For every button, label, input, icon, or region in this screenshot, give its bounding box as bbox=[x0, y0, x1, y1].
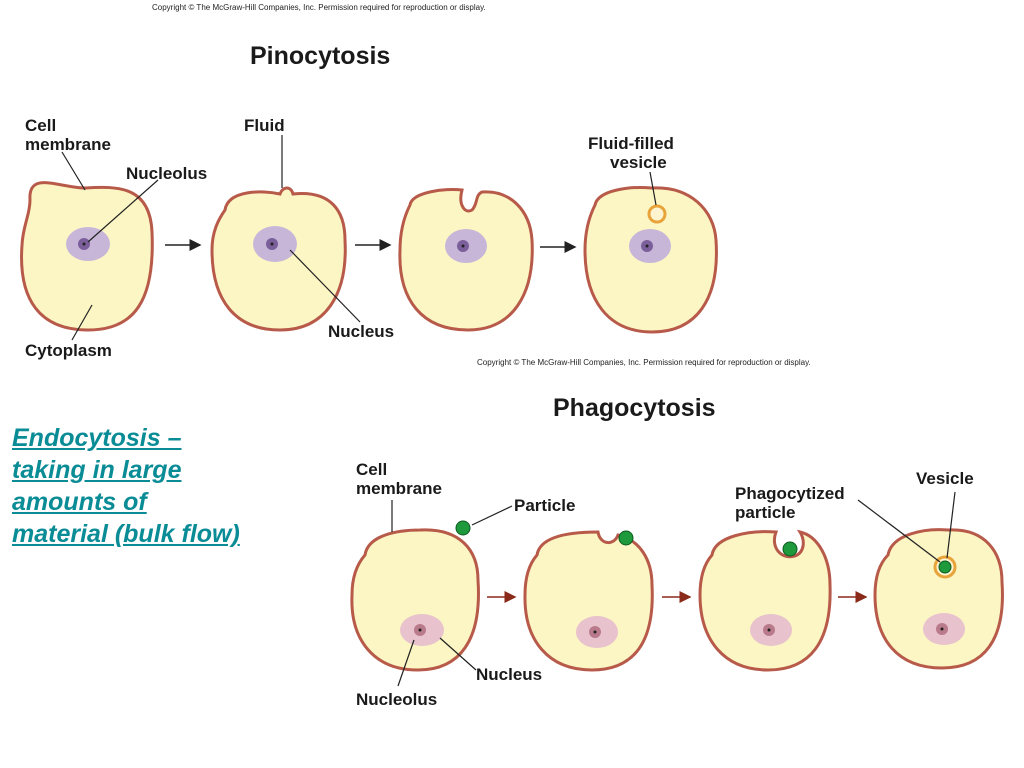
endocytosis-definition: Endocytosis – taking in large amounts of… bbox=[12, 424, 240, 548]
phago-particle-1 bbox=[455, 520, 471, 536]
pino-label-nucleus: Nucleus bbox=[328, 322, 395, 341]
phago-cell-2 bbox=[523, 530, 654, 672]
pino-fluid-vesicle bbox=[647, 204, 667, 224]
pino-leader-membrane bbox=[61, 151, 86, 191]
phago-label-particle: Particle bbox=[514, 496, 576, 515]
phagocytosis-title: Phagocytosis bbox=[553, 394, 716, 422]
pino-label-fluid-vesicle: Fluid-filled vesicle bbox=[588, 134, 674, 172]
pino-leader-cytoplasm bbox=[71, 304, 93, 341]
phago-cell-1 bbox=[350, 528, 480, 672]
phago-label-nucleolus: Nucleolus bbox=[356, 690, 438, 709]
pino-label-cytoplasm: Cytoplasm bbox=[25, 341, 112, 360]
phago-leader-nucleus bbox=[439, 637, 477, 671]
phago-particle-2 bbox=[618, 530, 634, 546]
phago-cell-3 bbox=[698, 529, 832, 672]
phago-label-phagocytized-particle: Phagocytized particle bbox=[735, 484, 845, 522]
pinocytosis-title: Pinocytosis bbox=[250, 42, 391, 70]
phago-particle-4 bbox=[938, 560, 952, 574]
phago-cell-4 bbox=[873, 528, 1004, 670]
phago-particle-3 bbox=[782, 541, 798, 557]
pino-cell-4 bbox=[583, 186, 718, 334]
pino-leader-vesicle bbox=[649, 171, 657, 206]
copyright-top: Copyright © The McGraw-Hill Companies, I… bbox=[152, 3, 486, 12]
pino-cell-1 bbox=[20, 181, 154, 332]
pino-cell-3 bbox=[398, 188, 534, 332]
pino-label-fluid: Fluid bbox=[244, 116, 285, 135]
pino-leader-nucleus bbox=[289, 249, 361, 323]
copyright-middle: Copyright © The McGraw-Hill Companies, I… bbox=[477, 358, 811, 367]
phago-label-cell-membrane: Cell membrane bbox=[356, 460, 442, 498]
phago-leader-vesicle bbox=[946, 491, 956, 559]
pino-leader-nucleolus bbox=[87, 179, 159, 243]
phago-label-vesicle: Vesicle bbox=[916, 469, 974, 488]
pino-label-cell-membrane: Cell membrane bbox=[25, 116, 111, 154]
pino-label-nucleolus: Nucleolus bbox=[126, 164, 208, 183]
phago-label-nucleus: Nucleus bbox=[476, 665, 543, 684]
phago-leader-nucleolus bbox=[397, 639, 415, 687]
phago-leader-particle bbox=[471, 505, 513, 526]
pino-cell-2 bbox=[210, 186, 347, 332]
phago-leader-phagocytized bbox=[857, 499, 941, 563]
